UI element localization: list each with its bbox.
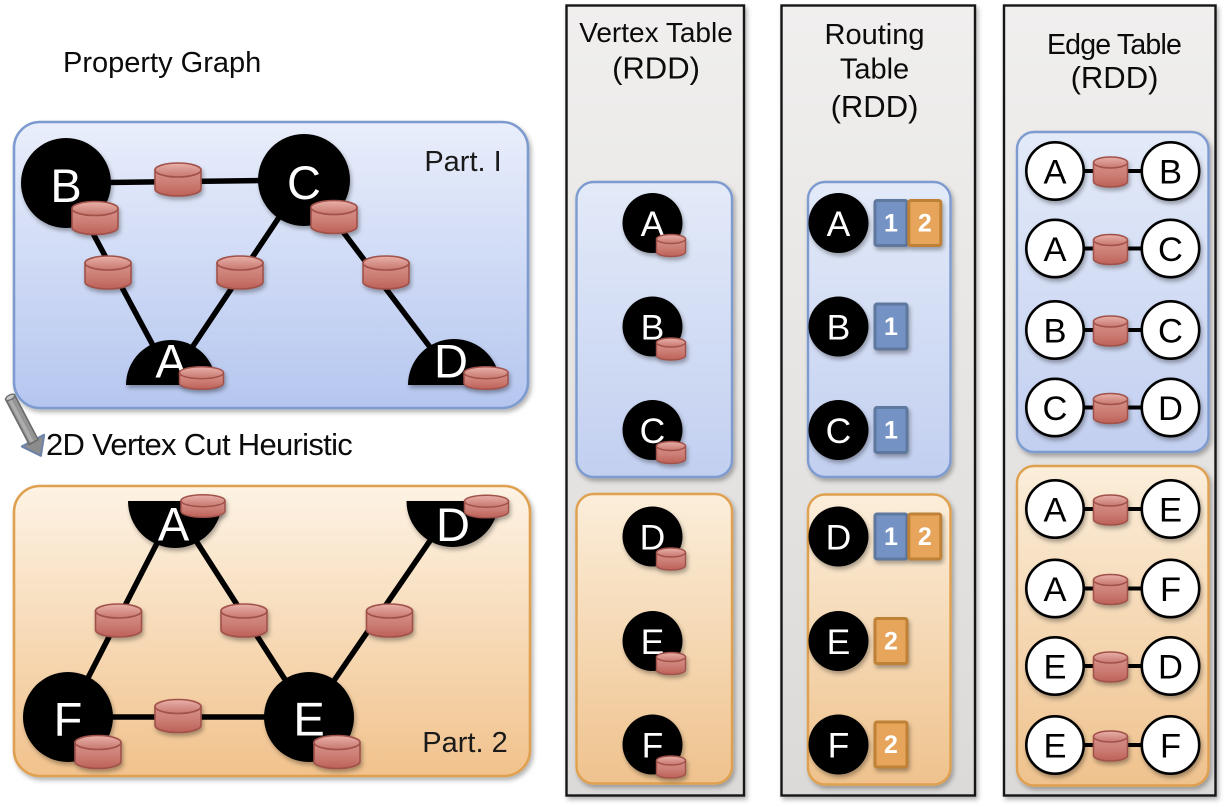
svg-text:E: E bbox=[827, 622, 851, 662]
svg-text:F: F bbox=[1160, 571, 1181, 609]
svg-text:E: E bbox=[293, 693, 324, 746]
svg-text:2: 2 bbox=[884, 628, 898, 656]
svg-text:A: A bbox=[1043, 231, 1066, 269]
svg-text:1: 1 bbox=[884, 210, 898, 238]
svg-text:Edge Table: Edge Table bbox=[1047, 29, 1181, 61]
svg-text:D: D bbox=[1158, 390, 1183, 428]
svg-text:A: A bbox=[827, 204, 851, 244]
svg-text:C: C bbox=[287, 156, 321, 209]
svg-text:Part. I: Part. I bbox=[424, 146, 501, 178]
svg-text:2: 2 bbox=[884, 731, 898, 759]
svg-text:1: 1 bbox=[884, 313, 898, 341]
svg-text:C: C bbox=[1043, 390, 1068, 428]
svg-text:F: F bbox=[642, 726, 664, 766]
svg-text:C: C bbox=[1158, 313, 1183, 351]
svg-text:E: E bbox=[641, 622, 665, 662]
svg-text:B: B bbox=[641, 308, 665, 348]
svg-text:1: 1 bbox=[884, 523, 898, 551]
svg-text:A: A bbox=[1043, 492, 1066, 530]
svg-text:D: D bbox=[434, 335, 468, 388]
svg-text:1: 1 bbox=[884, 417, 898, 445]
svg-text:Vertex Table: Vertex Table bbox=[579, 17, 733, 48]
svg-text:C: C bbox=[1158, 231, 1183, 269]
svg-text:(RDD): (RDD) bbox=[612, 51, 700, 86]
svg-text:B: B bbox=[827, 308, 851, 348]
svg-text:Table: Table bbox=[840, 54, 909, 86]
svg-text:D: D bbox=[1158, 649, 1183, 687]
svg-text:2: 2 bbox=[918, 523, 932, 551]
svg-text:B: B bbox=[50, 159, 81, 212]
svg-text:E: E bbox=[1159, 492, 1182, 530]
svg-text:F: F bbox=[54, 693, 83, 746]
svg-text:B: B bbox=[1043, 313, 1066, 351]
svg-text:(RDD): (RDD) bbox=[1071, 60, 1159, 95]
svg-text:E: E bbox=[1043, 728, 1066, 766]
svg-text:(RDD): (RDD) bbox=[831, 89, 919, 124]
svg-text:F: F bbox=[828, 726, 850, 766]
svg-text:E: E bbox=[1043, 649, 1066, 687]
svg-text:Routing: Routing bbox=[825, 19, 925, 51]
svg-text:2: 2 bbox=[918, 210, 932, 238]
svg-text:F: F bbox=[1160, 728, 1181, 766]
svg-text:Part. 2: Part. 2 bbox=[422, 727, 507, 759]
svg-text:B: B bbox=[1159, 154, 1182, 192]
svg-text:D: D bbox=[826, 518, 852, 558]
svg-text:A: A bbox=[1043, 571, 1066, 609]
svg-text:C: C bbox=[826, 411, 852, 451]
svg-text:A: A bbox=[1043, 154, 1066, 192]
svg-text:Property Graph: Property Graph bbox=[63, 47, 261, 79]
svg-text:2D Vertex Cut Heuristic: 2D Vertex Cut Heuristic bbox=[46, 427, 352, 462]
